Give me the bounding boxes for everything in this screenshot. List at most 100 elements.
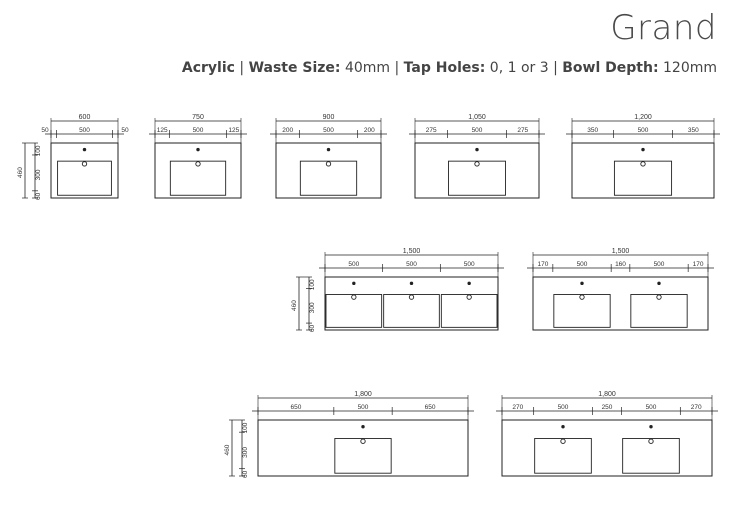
segment-width-label: 500	[577, 261, 588, 268]
segment-width-label: 500	[348, 261, 359, 268]
tap-hole	[657, 281, 661, 286]
segment-width-label: 270	[512, 404, 523, 411]
overall-width-label: 600	[79, 114, 91, 121]
depth-label: 100	[242, 422, 249, 433]
spec-sep: |	[239, 60, 249, 76]
segment-width-label: 275	[426, 127, 437, 134]
segment-width-label: 650	[290, 404, 301, 411]
segment-width-label: 125	[228, 127, 239, 134]
segment-width-label: 125	[157, 127, 168, 134]
waste-hole	[81, 161, 88, 167]
waste-hole	[195, 161, 201, 167]
segment-width-label: 650	[425, 404, 436, 411]
segment-width-label: 160	[615, 261, 626, 268]
overall-width-label: 1,050	[468, 114, 486, 121]
depth-label: 300	[242, 447, 249, 458]
waste-hole	[640, 161, 646, 167]
waste-hole	[579, 294, 585, 300]
overall-depth-label: 460	[291, 300, 298, 311]
segment-width-label: 350	[688, 127, 699, 134]
tap-hole	[561, 425, 565, 429]
tap-hole	[361, 425, 365, 429]
depth-label: 300	[309, 302, 316, 313]
spec-label: Tap Holes:	[403, 60, 486, 76]
basin-outline	[613, 160, 673, 196]
segment-width-label: 500	[358, 404, 369, 411]
segment-width-label: 500	[638, 127, 649, 134]
waste-hole	[560, 438, 566, 444]
segment-width-label: 500	[79, 127, 90, 134]
depth-label: 60	[242, 470, 249, 478]
segment-width-label: 500	[654, 261, 665, 268]
spec-sep: |	[394, 60, 404, 76]
vanity-top-outline	[532, 276, 709, 331]
segment-width-label: 500	[193, 127, 204, 134]
vanity-top-outline	[257, 419, 469, 477]
segment-width-label: 250	[602, 404, 613, 411]
waste-hole	[325, 161, 332, 167]
tap-hole	[196, 147, 200, 152]
segment-width-label: 270	[691, 404, 702, 411]
segment-width-label: 50	[41, 127, 49, 134]
basin-outline	[299, 160, 358, 196]
spec-label: Acrylic	[181, 60, 235, 76]
spec-value: 40mm	[344, 60, 391, 76]
overall-width-label: 750	[192, 114, 204, 121]
basin-outline	[169, 160, 227, 196]
overall-width-label: 1,500	[612, 248, 630, 255]
basin-outline	[334, 438, 392, 474]
spec-label: Waste Size:	[248, 60, 341, 76]
depth-label: 60	[309, 325, 316, 333]
waste-hole	[648, 438, 654, 444]
tap-hole	[467, 281, 471, 286]
waste-hole	[360, 438, 366, 444]
spec-label: Bowl Depth:	[562, 60, 659, 76]
segment-width-label: 500	[323, 127, 334, 134]
basin-outline	[325, 294, 383, 328]
tap-hole	[475, 147, 479, 152]
tap-hole	[649, 425, 653, 429]
segment-width-label: 500	[558, 404, 569, 411]
spec-line: Acrylic | Waste Size: 40mm | Tap Holes: …	[182, 60, 717, 76]
spec-value: 0, 1 or 3	[489, 60, 549, 76]
vanity-top-outline	[414, 142, 540, 199]
segment-width-label: 500	[406, 261, 417, 268]
waste-hole	[351, 294, 357, 300]
basin-outline	[553, 294, 611, 328]
overall-width-label: 1,800	[354, 391, 372, 398]
overall-width-label: 1,200	[634, 114, 652, 121]
segment-width-label: 500	[464, 261, 475, 268]
basin-outline	[622, 438, 680, 474]
product-title: Grand	[610, 8, 717, 48]
segment-width-label: 200	[364, 127, 375, 134]
overall-depth-label: 460	[224, 444, 231, 455]
vanity-top-outline	[501, 419, 713, 477]
segment-width-label: 170	[693, 261, 704, 268]
overall-width-label: 1,500	[403, 248, 421, 255]
waste-hole	[656, 294, 662, 300]
vanity-top-outline	[324, 276, 499, 331]
basin-outline	[383, 294, 440, 328]
tap-hole	[326, 147, 331, 152]
tap-hole	[352, 281, 356, 286]
spec-value: 120mm	[663, 60, 717, 76]
vanity-top-outline	[50, 142, 119, 199]
vanity-top-outline	[154, 142, 242, 199]
tap-hole	[580, 281, 584, 286]
segment-width-label: 500	[646, 404, 657, 411]
overall-width-label: 900	[323, 114, 335, 121]
basin-outline	[57, 160, 112, 196]
waste-hole	[408, 294, 415, 300]
vanity-top-outline	[571, 142, 715, 199]
segment-width-label: 275	[517, 127, 528, 134]
segment-width-label: 500	[472, 127, 483, 134]
tap-hole	[641, 147, 645, 152]
segment-width-label: 170	[537, 261, 548, 268]
basin-outline	[440, 294, 498, 328]
overall-width-label: 1,800	[598, 391, 616, 398]
basin-outline	[448, 160, 506, 196]
basin-outline	[534, 438, 592, 474]
waste-hole	[474, 161, 480, 167]
segment-width-label: 50	[121, 127, 129, 134]
